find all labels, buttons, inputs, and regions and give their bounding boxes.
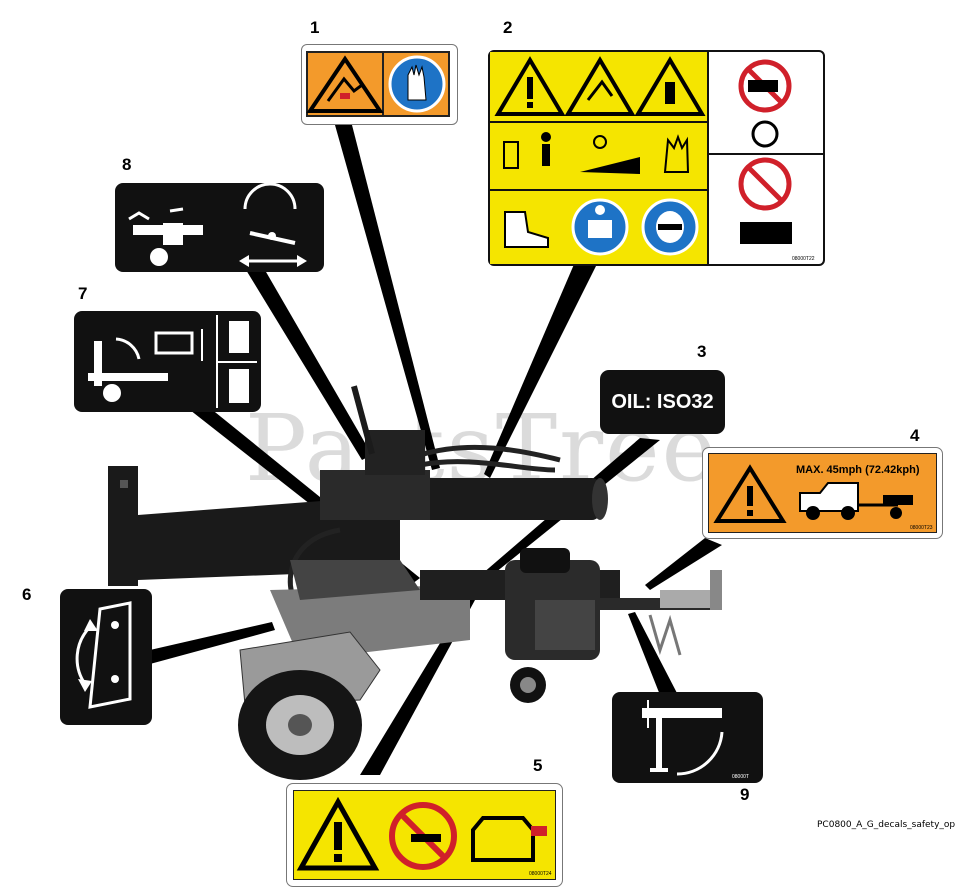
cylinder (320, 385, 608, 520)
tongue-icon (642, 708, 722, 718)
decal-8-graphic (128, 182, 307, 267)
foot-pedal-icon (229, 369, 249, 403)
decal-9-graphic: 08000T (642, 700, 749, 780)
decal-5-graphic: 08000T24 (292, 789, 557, 881)
decal-4-code: 08000T23 (910, 525, 933, 531)
decal-1-graphic (306, 51, 450, 117)
decal-4-speed: MAX. 45mph (72.42kph) (796, 464, 920, 476)
no-smoking-icon (389, 802, 457, 870)
pin-icon (229, 321, 249, 353)
warning-triangle-icon (713, 464, 787, 523)
callout-1: 1 (310, 18, 320, 37)
decal-5: 08000T24 (286, 783, 563, 887)
foot-crush-icon (634, 56, 706, 116)
decal-9: 08000T (612, 692, 763, 783)
machine-icon (740, 222, 792, 244)
warning-triangle-icon (494, 56, 566, 116)
log-hazard-icon (564, 56, 636, 116)
callout-5: 5 (533, 756, 543, 775)
callout-6: 6 (22, 585, 32, 604)
warning-triangle-icon (296, 796, 380, 871)
engine (505, 548, 600, 703)
rotate-arrow-icon (243, 182, 297, 210)
callout-4: 4 (910, 426, 920, 445)
truck-icon (799, 482, 859, 512)
no-riding-icon (738, 59, 792, 113)
decal-4-graphic: MAX. 45mph (72.42kph) 08000T23 (707, 452, 938, 534)
decal-5-code: 08000T24 (529, 871, 552, 877)
rotate-arrow-icon (75, 625, 92, 685)
decal-2-code: 08000T22 (792, 256, 815, 262)
figure-caption: PC0800_A_G_decals_safety_op (817, 820, 956, 830)
hitch (648, 570, 722, 656)
decal-2-graphic: 08000T22 (490, 52, 823, 264)
decal-6-graphic (75, 601, 132, 709)
decal-7 (74, 311, 261, 412)
decal-2: 08000T22 (488, 50, 825, 266)
callout-2: 2 (503, 18, 513, 37)
wheel (238, 631, 381, 780)
decal-3-oil: OIL: ISO32 (600, 370, 725, 434)
bracket-icon (88, 601, 132, 709)
callout-3: 3 (697, 342, 707, 361)
callout-9: 9 (740, 785, 750, 804)
distance-icon (503, 141, 519, 169)
rotate-arrow-icon (115, 337, 141, 360)
decal-1 (301, 44, 458, 125)
callout-7: 7 (78, 284, 88, 303)
wedge-icon (94, 341, 102, 386)
gloves-icon (663, 134, 690, 173)
decal-4: MAX. 45mph (72.42kph) 08000T23 (702, 447, 943, 539)
tray-icon (154, 331, 194, 355)
jack-stand-icon (656, 718, 662, 768)
decal-6 (60, 589, 152, 725)
wheel-icon (751, 120, 779, 148)
hand-crush-icon (326, 76, 363, 102)
decal-7-graphic (88, 315, 257, 408)
callout-8: 8 (122, 155, 132, 174)
arrow-up-icon (128, 211, 150, 221)
rotate-arrow-icon (676, 731, 724, 776)
no-towing-icon (738, 157, 792, 211)
slope-icon (580, 157, 640, 174)
boot-icon (504, 211, 549, 248)
decal-9-code: 08000T (732, 774, 749, 780)
warning-triangle-icon (306, 55, 384, 113)
decal-8 (115, 182, 324, 272)
